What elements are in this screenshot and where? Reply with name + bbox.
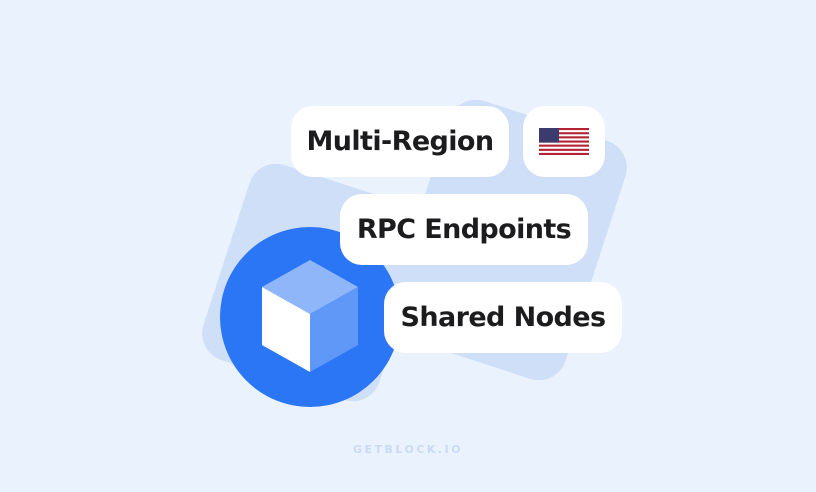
rpc-endpoints-label: RPC Endpoints (356, 214, 572, 245)
multi-region-badge: Multi-Region (291, 106, 509, 177)
us-flag-icon (539, 128, 589, 155)
shared-nodes-label: Shared Nodes (400, 302, 607, 333)
region-flag-badge (523, 106, 605, 177)
rpc-endpoints-badge: RPC Endpoints (340, 194, 588, 265)
multi-region-label: Multi-Region (306, 126, 495, 157)
cube-icon (262, 260, 358, 372)
shared-nodes-badge: Shared Nodes (384, 282, 622, 353)
brand-watermark: GETBLOCK.IO (352, 443, 464, 456)
